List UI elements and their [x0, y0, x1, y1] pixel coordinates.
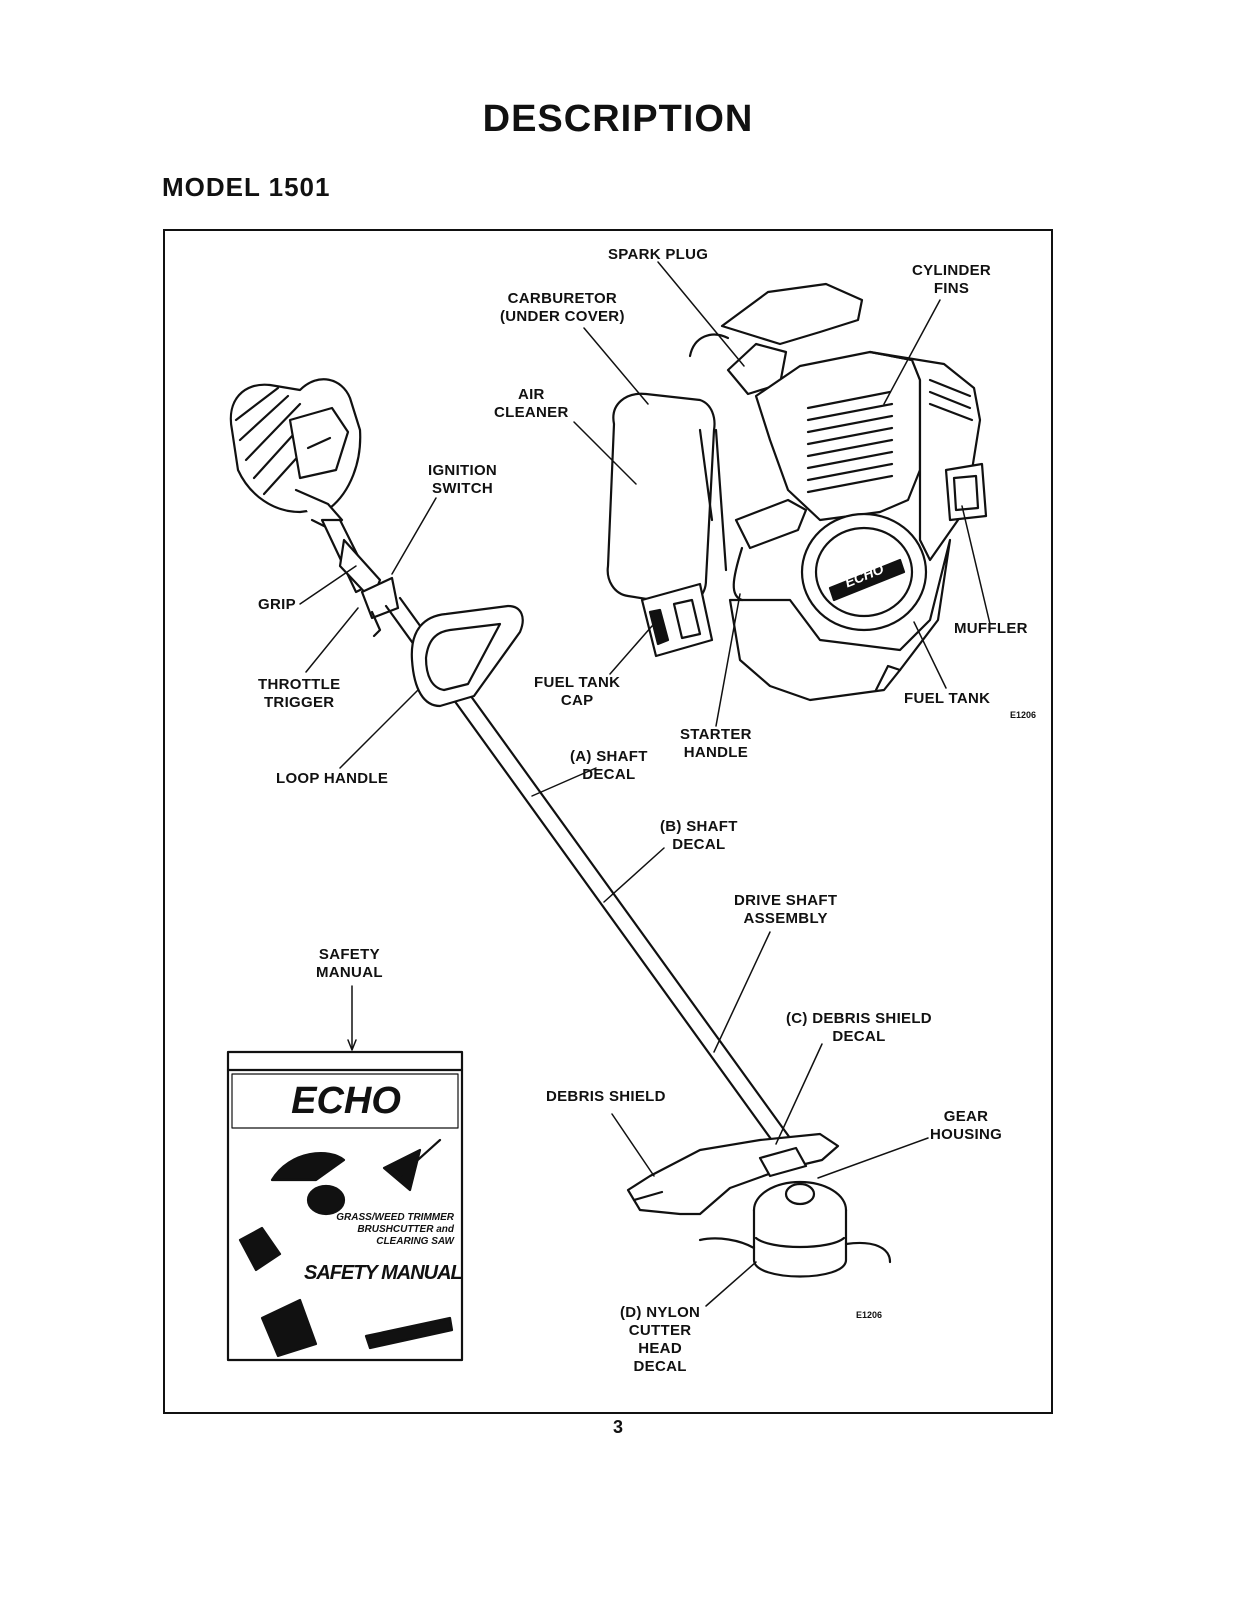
- engine-detail: [606, 282, 988, 702]
- leader-muffler: [961, 505, 991, 625]
- label-ignition-switch: IGNITION SWITCH: [428, 462, 498, 497]
- label-muffler: MUFFLER: [954, 620, 1028, 637]
- leader-ignition-switch: [391, 497, 437, 575]
- leader-air-cleaner: [573, 421, 637, 485]
- leader-nylon-cutter: [705, 1261, 757, 1307]
- leader-gear-housing: [817, 1137, 929, 1179]
- leader-shaft-decal-b: [603, 847, 665, 903]
- label-starter-handle: STARTER HANDLE: [680, 726, 752, 761]
- page-title: DESCRIPTION: [482, 98, 754, 140]
- leader-debris-shield-decal: [775, 1043, 823, 1145]
- label-safety-manual: SAFETY MANUAL: [316, 946, 383, 981]
- leader-fuel-tank: [913, 621, 947, 689]
- leader-loop-handle: [339, 689, 419, 769]
- page-number: 3: [612, 1417, 623, 1437]
- leader-debris-shield: [611, 1113, 655, 1177]
- label-cylinder-fins: CYLINDER FINS: [912, 262, 992, 297]
- figure-code-engine: E1206: [1010, 710, 1037, 720]
- leader-grip: [299, 565, 357, 605]
- leader-starter-handle: [715, 593, 741, 727]
- label-shaft-decal-b: (B) SHAFT DECAL: [660, 818, 738, 853]
- label-drive-shaft: DRIVE SHAFT ASSEMBLY: [734, 892, 838, 927]
- leader-carburetor: [583, 327, 649, 405]
- label-carburetor: CARBURETOR (UNDER COVER): [500, 290, 625, 325]
- leader-spark-plug: [657, 261, 745, 367]
- leader-lines: [299, 261, 991, 1307]
- label-fuel-tank: FUEL TANK: [904, 690, 991, 707]
- leader-shaft-decal-a: [531, 767, 597, 797]
- label-nylon-cutter-decal: (D) NYLON CUTTER HEAD DECAL: [620, 1304, 701, 1375]
- manual-title: SAFETY MANUAL: [304, 1262, 463, 1284]
- label-debris-shield-decal: (C) DEBRIS SHIELD DECAL: [786, 1010, 932, 1045]
- leader-cylinder-fins: [883, 299, 941, 405]
- label-throttle-trigger: THROTTLE TRIGGER: [258, 676, 341, 711]
- label-spark-plug: SPARK PLUG: [608, 246, 709, 263]
- cutter-head-assembly: [626, 1132, 892, 1278]
- label-grip: GRIP: [258, 596, 296, 613]
- loop-handle-shape: [410, 604, 524, 708]
- label-shaft-decal-a: (A) SHAFT DECAL: [570, 748, 648, 783]
- label-gear-housing: GEAR HOUSING: [930, 1108, 1003, 1143]
- throttle-housing: [360, 576, 400, 620]
- figure-code-trimmer: E1206: [856, 1310, 883, 1320]
- label-debris-shield: DEBRIS SHIELD: [546, 1088, 666, 1105]
- label-fuel-tank-cap: FUEL TANK CAP: [534, 674, 621, 709]
- manual-brand-logo: ECHO: [291, 1080, 401, 1122]
- leader-drive-shaft: [713, 931, 771, 1053]
- model-title: MODEL 1501: [162, 172, 331, 202]
- leader-throttle-trigger: [305, 607, 359, 673]
- safety-manual-booklet: [226, 1050, 464, 1362]
- leader-fuel-tank-cap: [609, 625, 653, 675]
- manual-subtitle: GRASS/WEED TRIMMER BRUSHCUTTER and CLEAR…: [336, 1212, 454, 1247]
- diagram-frame: [163, 229, 1053, 1414]
- trimmer-engine: [229, 378, 362, 532]
- label-loop-handle: LOOP HANDLE: [276, 770, 389, 787]
- label-air-cleaner: AIR CLEANER: [494, 386, 569, 421]
